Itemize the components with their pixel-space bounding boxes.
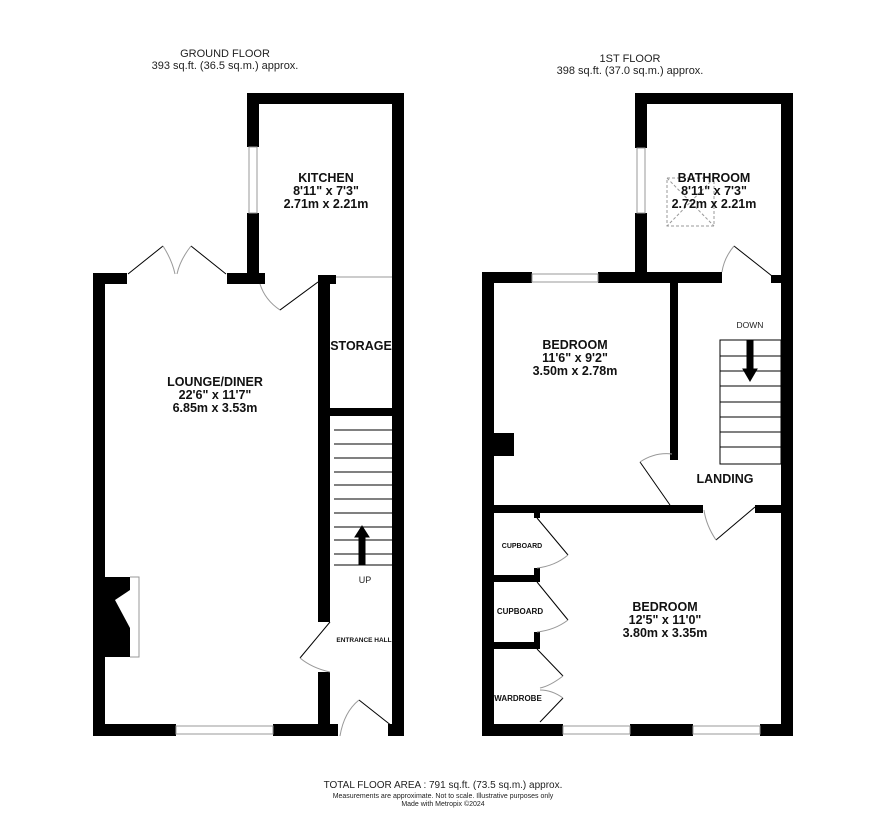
room-name: BEDROOM: [632, 600, 698, 614]
credit: Made with Metropix ©2024: [401, 801, 485, 808]
kitchen-label: KITCHEN 8'11" x 7'3" 2.71m x 2.21m: [260, 172, 392, 211]
cupboard2-label: CUPBOARD: [496, 607, 544, 616]
first-stairs: [719, 339, 782, 465]
stairs-down-label: DOWN: [736, 320, 764, 330]
ground-floor-fixtures: [127, 146, 393, 737]
room-metric: 3.50m x 2.78m: [532, 364, 618, 378]
entrance-hall-label: ENTRANCE HALL: [336, 637, 392, 644]
storage-label: STORAGE: [330, 340, 392, 353]
room-imperial: 8'11" x 7'3": [293, 184, 359, 198]
kitchen-window: [248, 146, 258, 214]
fireplace-icon: [105, 577, 130, 657]
ground-floor-title: GROUND FLOOR: [180, 48, 270, 60]
stairs-up-label: UP: [358, 575, 372, 585]
bedroom1-label: BEDROOM 11'6" x 9'2" 3.50m x 2.78m: [500, 339, 650, 378]
bedroom2-label: BEDROOM 12'5" x 11'0" 3.80m x 3.35m: [590, 601, 740, 640]
room-imperial: 22'6" x 11'7": [178, 388, 252, 402]
first-floor-title: 1ST FLOOR: [599, 53, 661, 65]
skylight-icon: [666, 177, 715, 227]
wardrobe-label: WARDROBE: [494, 694, 542, 703]
lounge-window: [175, 725, 274, 735]
room-imperial: 11'6" x 9'2": [542, 351, 608, 365]
cupboard1-label: CUPBOARD: [501, 543, 543, 550]
ground-floor-area: 393 sq.ft. (36.5 sq.m.) approx.: [151, 60, 299, 72]
arrow-down-icon: [742, 339, 758, 382]
room-metric: 3.80m x 3.35m: [622, 626, 708, 640]
chimney-breast: [494, 433, 514, 456]
disclaimer: Measurements are approximate. Not to sca…: [332, 793, 554, 800]
room-metric: 6.85m x 3.53m: [172, 401, 258, 415]
lounge-label: LOUNGE/DINER 22'6" x 11'7" 6.85m x 3.53m: [140, 376, 290, 415]
ground-stairs: [334, 429, 392, 566]
room-imperial: 8'11" x 7'3": [681, 184, 747, 198]
total-floor-area: TOTAL FLOOR AREA : 791 sq.ft. (73.5 sq.m…: [323, 780, 563, 791]
room-name: BEDROOM: [542, 338, 608, 352]
room-name: BATHROOM: [677, 171, 751, 185]
first-floor-area: 398 sq.ft. (37.0 sq.m.) approx.: [556, 65, 704, 77]
room-name: KITCHEN: [298, 171, 354, 185]
room-metric: 2.71m x 2.21m: [283, 197, 369, 211]
room-imperial: 12'5" x 11'0": [628, 613, 702, 627]
room-name: LOUNGE/DINER: [167, 375, 263, 389]
first-floor-walls: [482, 93, 793, 736]
first-floor-fixtures: [531, 147, 773, 735]
ground-floor-walls: [93, 93, 404, 736]
landing-label: LANDING: [696, 472, 754, 486]
arrow-up-icon: [354, 525, 370, 566]
bathroom-label: BATHROOM 8'11" x 7'3" 2.72m x 2.21m: [648, 172, 780, 211]
room-metric: 2.72m x 2.21m: [671, 197, 757, 211]
